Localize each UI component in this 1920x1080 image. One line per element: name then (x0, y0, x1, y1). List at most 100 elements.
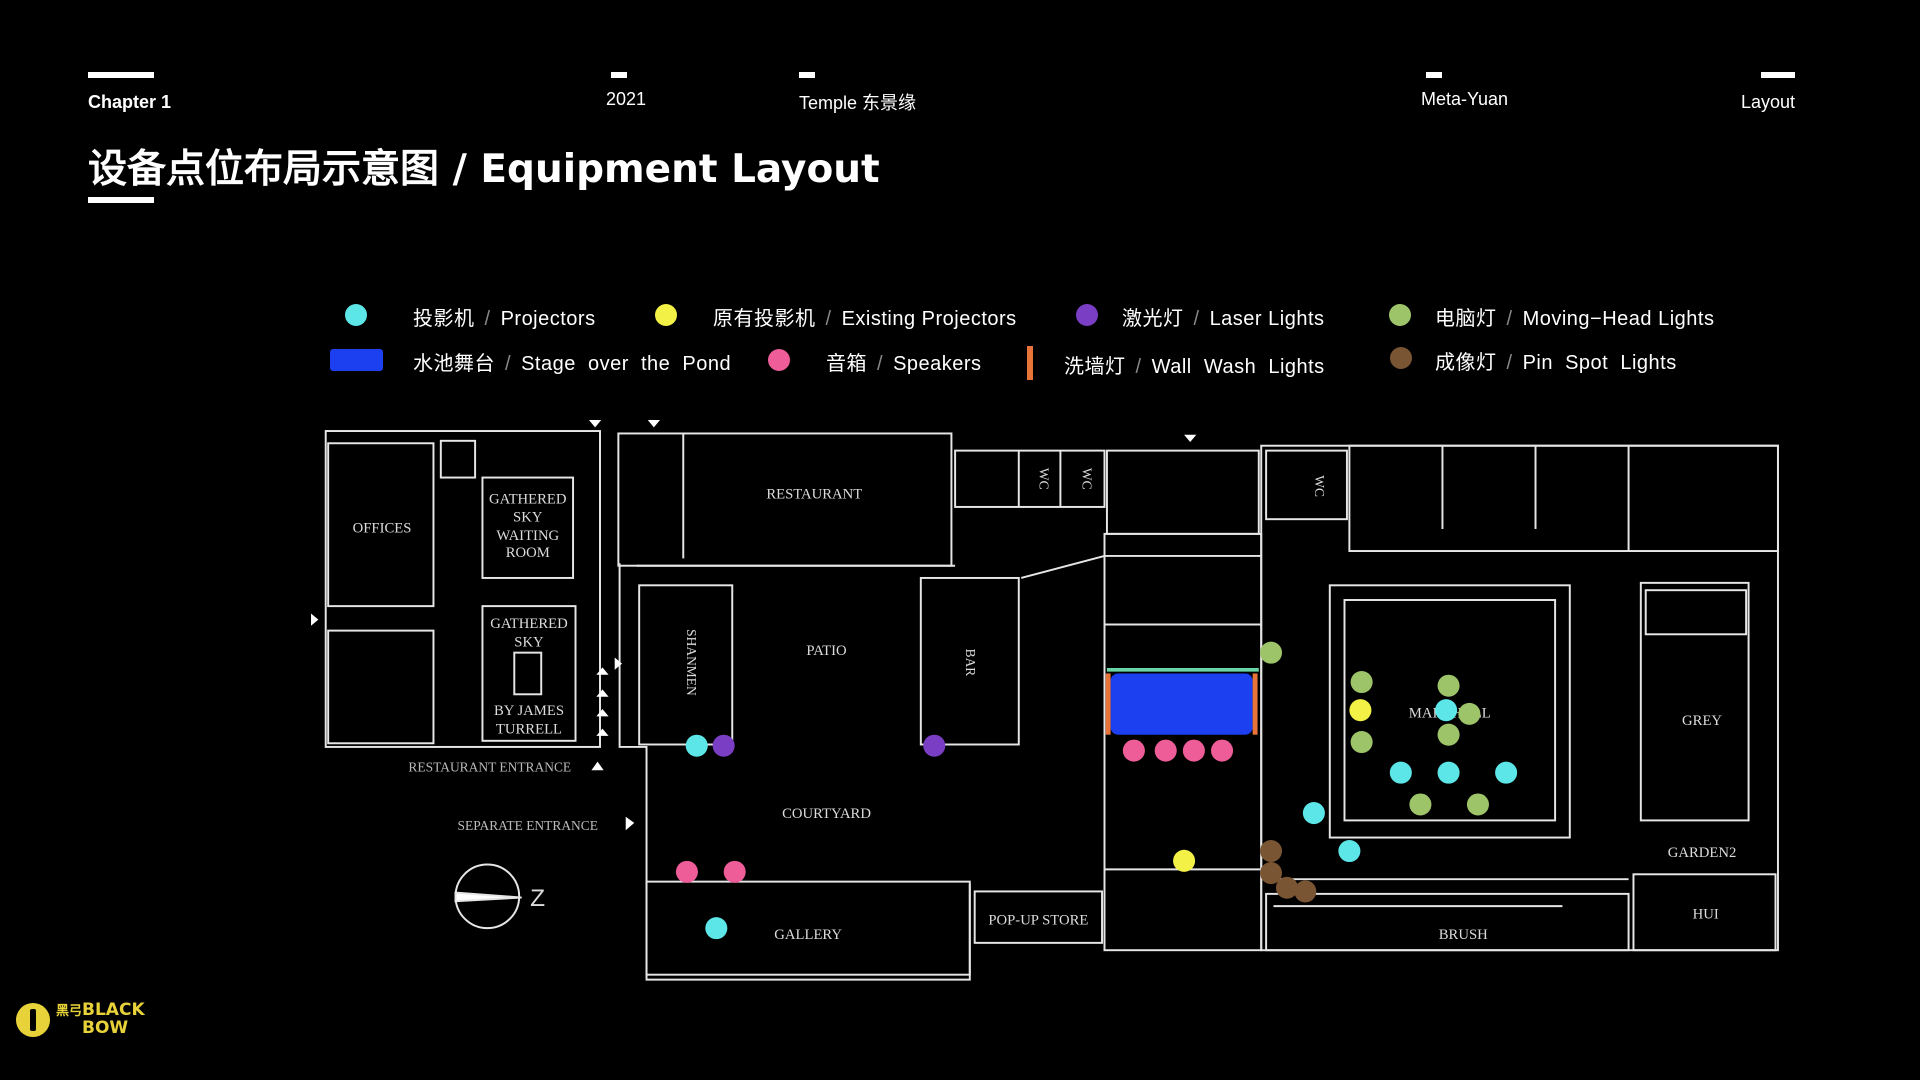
legend-laser-lights-zh: 激光灯 (1122, 308, 1184, 330)
laser-light-marker (712, 734, 735, 757)
legend-wall-wash-lights-zh: 洗墙灯 (1064, 356, 1126, 378)
wall-wash-light-left (1105, 673, 1111, 735)
moving-head-light-marker (1458, 702, 1481, 725)
logo-zh: 黑弓 (56, 1004, 83, 1019)
legend-existing-projectors: 原有投影机 / Existing Projectors (713, 302, 1017, 331)
stair-arrow-3 (596, 708, 609, 717)
equipment-markers (675, 641, 1518, 940)
waiting-room (481, 476, 575, 579)
legend-wall-wash-lights-en: Wall Wash Lights (1151, 356, 1325, 378)
black-bow-logo: 黑弓BLACK BOW (16, 1002, 145, 1037)
legend-projectors-en: Projectors (500, 308, 596, 330)
moving-head-light-marker (1409, 793, 1432, 816)
entrance-arrow-north-1 (588, 420, 602, 428)
header-bar-project (799, 72, 815, 78)
room-label-waiting-2: SKY (513, 510, 543, 526)
legend-stage-over-pond-en: Stage over the Pond (521, 353, 732, 375)
wall-wash-light-right (1252, 673, 1258, 735)
room-label-hui: HUI (1693, 906, 1719, 922)
legend-speakers-en: Speakers (893, 353, 982, 375)
separate-entrance-arrow (625, 816, 635, 831)
room-label-wc-3: WC (1312, 475, 1327, 497)
legend-stage-over-pond-zh: 水池舞台 (413, 353, 495, 375)
logo-line1: BLACK (82, 1000, 145, 1020)
existing-projector-marker (1349, 699, 1372, 722)
pin-spot-light-marker (1260, 840, 1283, 863)
room-label-turrell-2: TURRELL (496, 721, 562, 737)
legend-projectors: 投影机/Projectors (413, 302, 596, 331)
room-label-shanmen: SHANMEN (684, 629, 699, 696)
stair-arrow-2 (596, 689, 609, 697)
header-bar-year (611, 72, 627, 78)
hui-room (1632, 873, 1777, 952)
office-room-top (327, 442, 435, 608)
main-hall-inner (1343, 599, 1557, 822)
header-bar-client (1426, 72, 1442, 78)
gathered-sky-room (481, 605, 577, 742)
speaker-marker (675, 860, 698, 883)
east-top-rooms (1348, 444, 1779, 552)
logo-bow-icon (16, 1002, 50, 1037)
moving-head-light-marker (1350, 671, 1373, 694)
moving-head-light-marker (1437, 723, 1460, 746)
legend-separator: / (1506, 308, 1513, 330)
diagonal-link (1020, 554, 1105, 579)
laser-light-marker (923, 734, 946, 757)
room-label-gallery: GALLERY (774, 927, 842, 943)
brush-room (1265, 892, 1630, 952)
moving-head-light-marker (1466, 793, 1489, 816)
wc-room-3 (1265, 449, 1348, 521)
projector-marker (1302, 802, 1325, 825)
header-chapter: Chapter 1 (88, 92, 172, 112)
legend-separator: / (825, 308, 832, 330)
header-bar-chapter (88, 72, 154, 78)
legend-pin-spot-lights-en: Pin Spot Lights (1522, 352, 1677, 374)
legend-separator: / (1193, 308, 1200, 330)
projector-marker (1495, 761, 1518, 784)
legend-speakers-zh: 音箱 (826, 353, 867, 375)
legend-existing-projectors-en: Existing Projectors (841, 308, 1017, 330)
room-label-gathered-2: SKY (514, 635, 544, 651)
compass-needle (454, 891, 522, 903)
legend-moving-head-lights-en: Moving−Head Lights (1522, 308, 1715, 330)
legend-pin-spot-lights-zh: 成像灯 (1435, 352, 1497, 374)
entrance-arrow-west (311, 613, 319, 626)
legend-existing-projectors-zh: 原有投影机 (713, 308, 816, 330)
restaurant-entrance-label: RESTAURANT ENTRANCE (408, 759, 571, 774)
speaker-marker (1154, 739, 1177, 762)
upper-room (1105, 449, 1260, 535)
compass-label: Z (530, 885, 545, 912)
room-label-wc-1: WC (1037, 468, 1052, 490)
room-label-brush: BRUSH (1439, 927, 1488, 943)
moving-head-light-marker (1350, 731, 1373, 754)
offices-outer (324, 430, 601, 748)
page-title: 设备点位布局示意图 / Equipment Layout (88, 147, 880, 192)
compass (454, 863, 522, 930)
stage-column (1103, 532, 1263, 952)
room-label-waiting-3: WAITING (496, 528, 559, 544)
popup-room (973, 890, 1104, 944)
room-label-offices: OFFICES (353, 521, 412, 537)
logo-line2: BOW (82, 1018, 129, 1038)
moving-head-light-marker (1437, 674, 1460, 697)
legend-moving-head-lights-zh: 电脑灯 (1435, 308, 1497, 330)
room-label-turrell-1: BY JAMES (494, 703, 564, 719)
wc-block (954, 449, 1106, 508)
room-label-gathered-1: GATHERED (490, 616, 568, 632)
stair-box (439, 439, 477, 479)
legend-separator: / (877, 353, 884, 375)
pin-spot-light-marker (1275, 876, 1298, 899)
turrell-inner (513, 651, 543, 696)
header-bar-section (1761, 72, 1795, 78)
grey-room (1639, 581, 1750, 822)
speaker-marker (1122, 739, 1145, 762)
legend-laser-lights: 激光灯/Laser Lights (1122, 302, 1325, 331)
room-label-restaurant: RESTAURANT (766, 486, 862, 502)
bar-room (919, 576, 1020, 746)
office-room-bottom (327, 629, 435, 745)
legend-separator: / (505, 353, 512, 375)
room-label-garden2: GARDEN2 (1668, 845, 1737, 861)
floor-plan-walls (324, 430, 1779, 981)
